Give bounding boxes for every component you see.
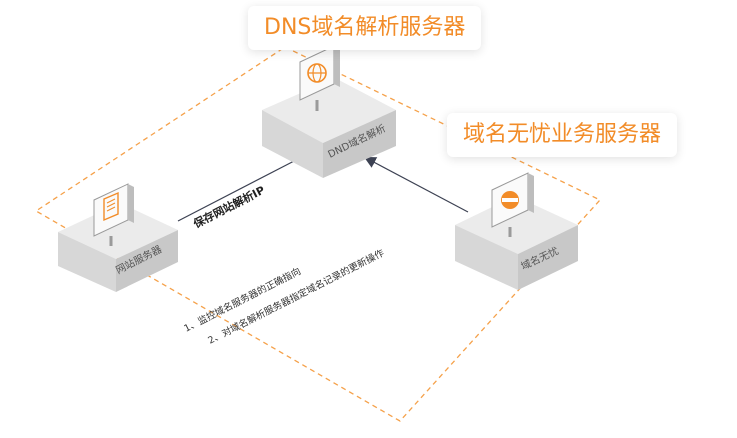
- save-ip-label: 保存网站解析IP: [190, 183, 267, 231]
- dns-server-node: DND域名解析: [262, 45, 396, 178]
- connector-web-to-dns: [177, 158, 299, 222]
- arrow-yumingwuyou-to-dns: [363, 156, 469, 213]
- globe-monitor-icon: [299, 45, 340, 111]
- brand-monitor-icon: [491, 172, 534, 237]
- document-monitor-icon: [93, 183, 134, 246]
- web-server-node: 网站服务器: [58, 183, 178, 292]
- zone-dashed-border: [34, 46, 602, 422]
- dns-server-callout: DNS域名解析服务器: [248, 6, 482, 50]
- yumingwuyou-node: 域名无忧: [455, 172, 578, 290]
- yumingwuyou-callout: 域名无忧业务服务器: [447, 113, 678, 157]
- note-2: 2、对域名解析服务器指定域名记录的更新操作: [206, 247, 387, 347]
